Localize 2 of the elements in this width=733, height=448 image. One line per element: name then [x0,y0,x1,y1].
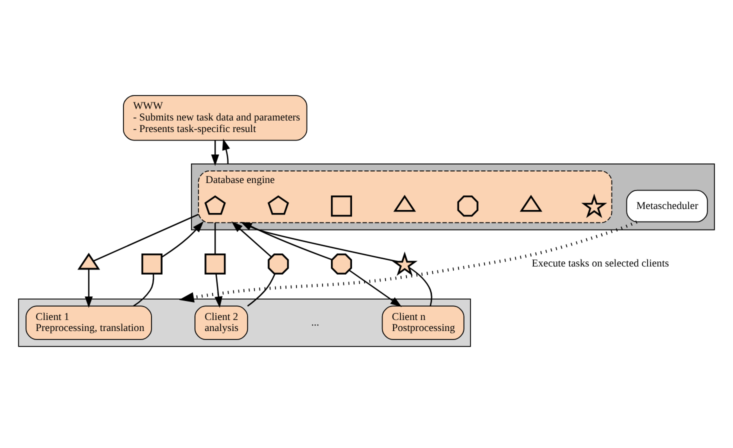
edge-label: Execute tasks on selected clients [532,258,669,270]
label: ... [311,317,320,328]
